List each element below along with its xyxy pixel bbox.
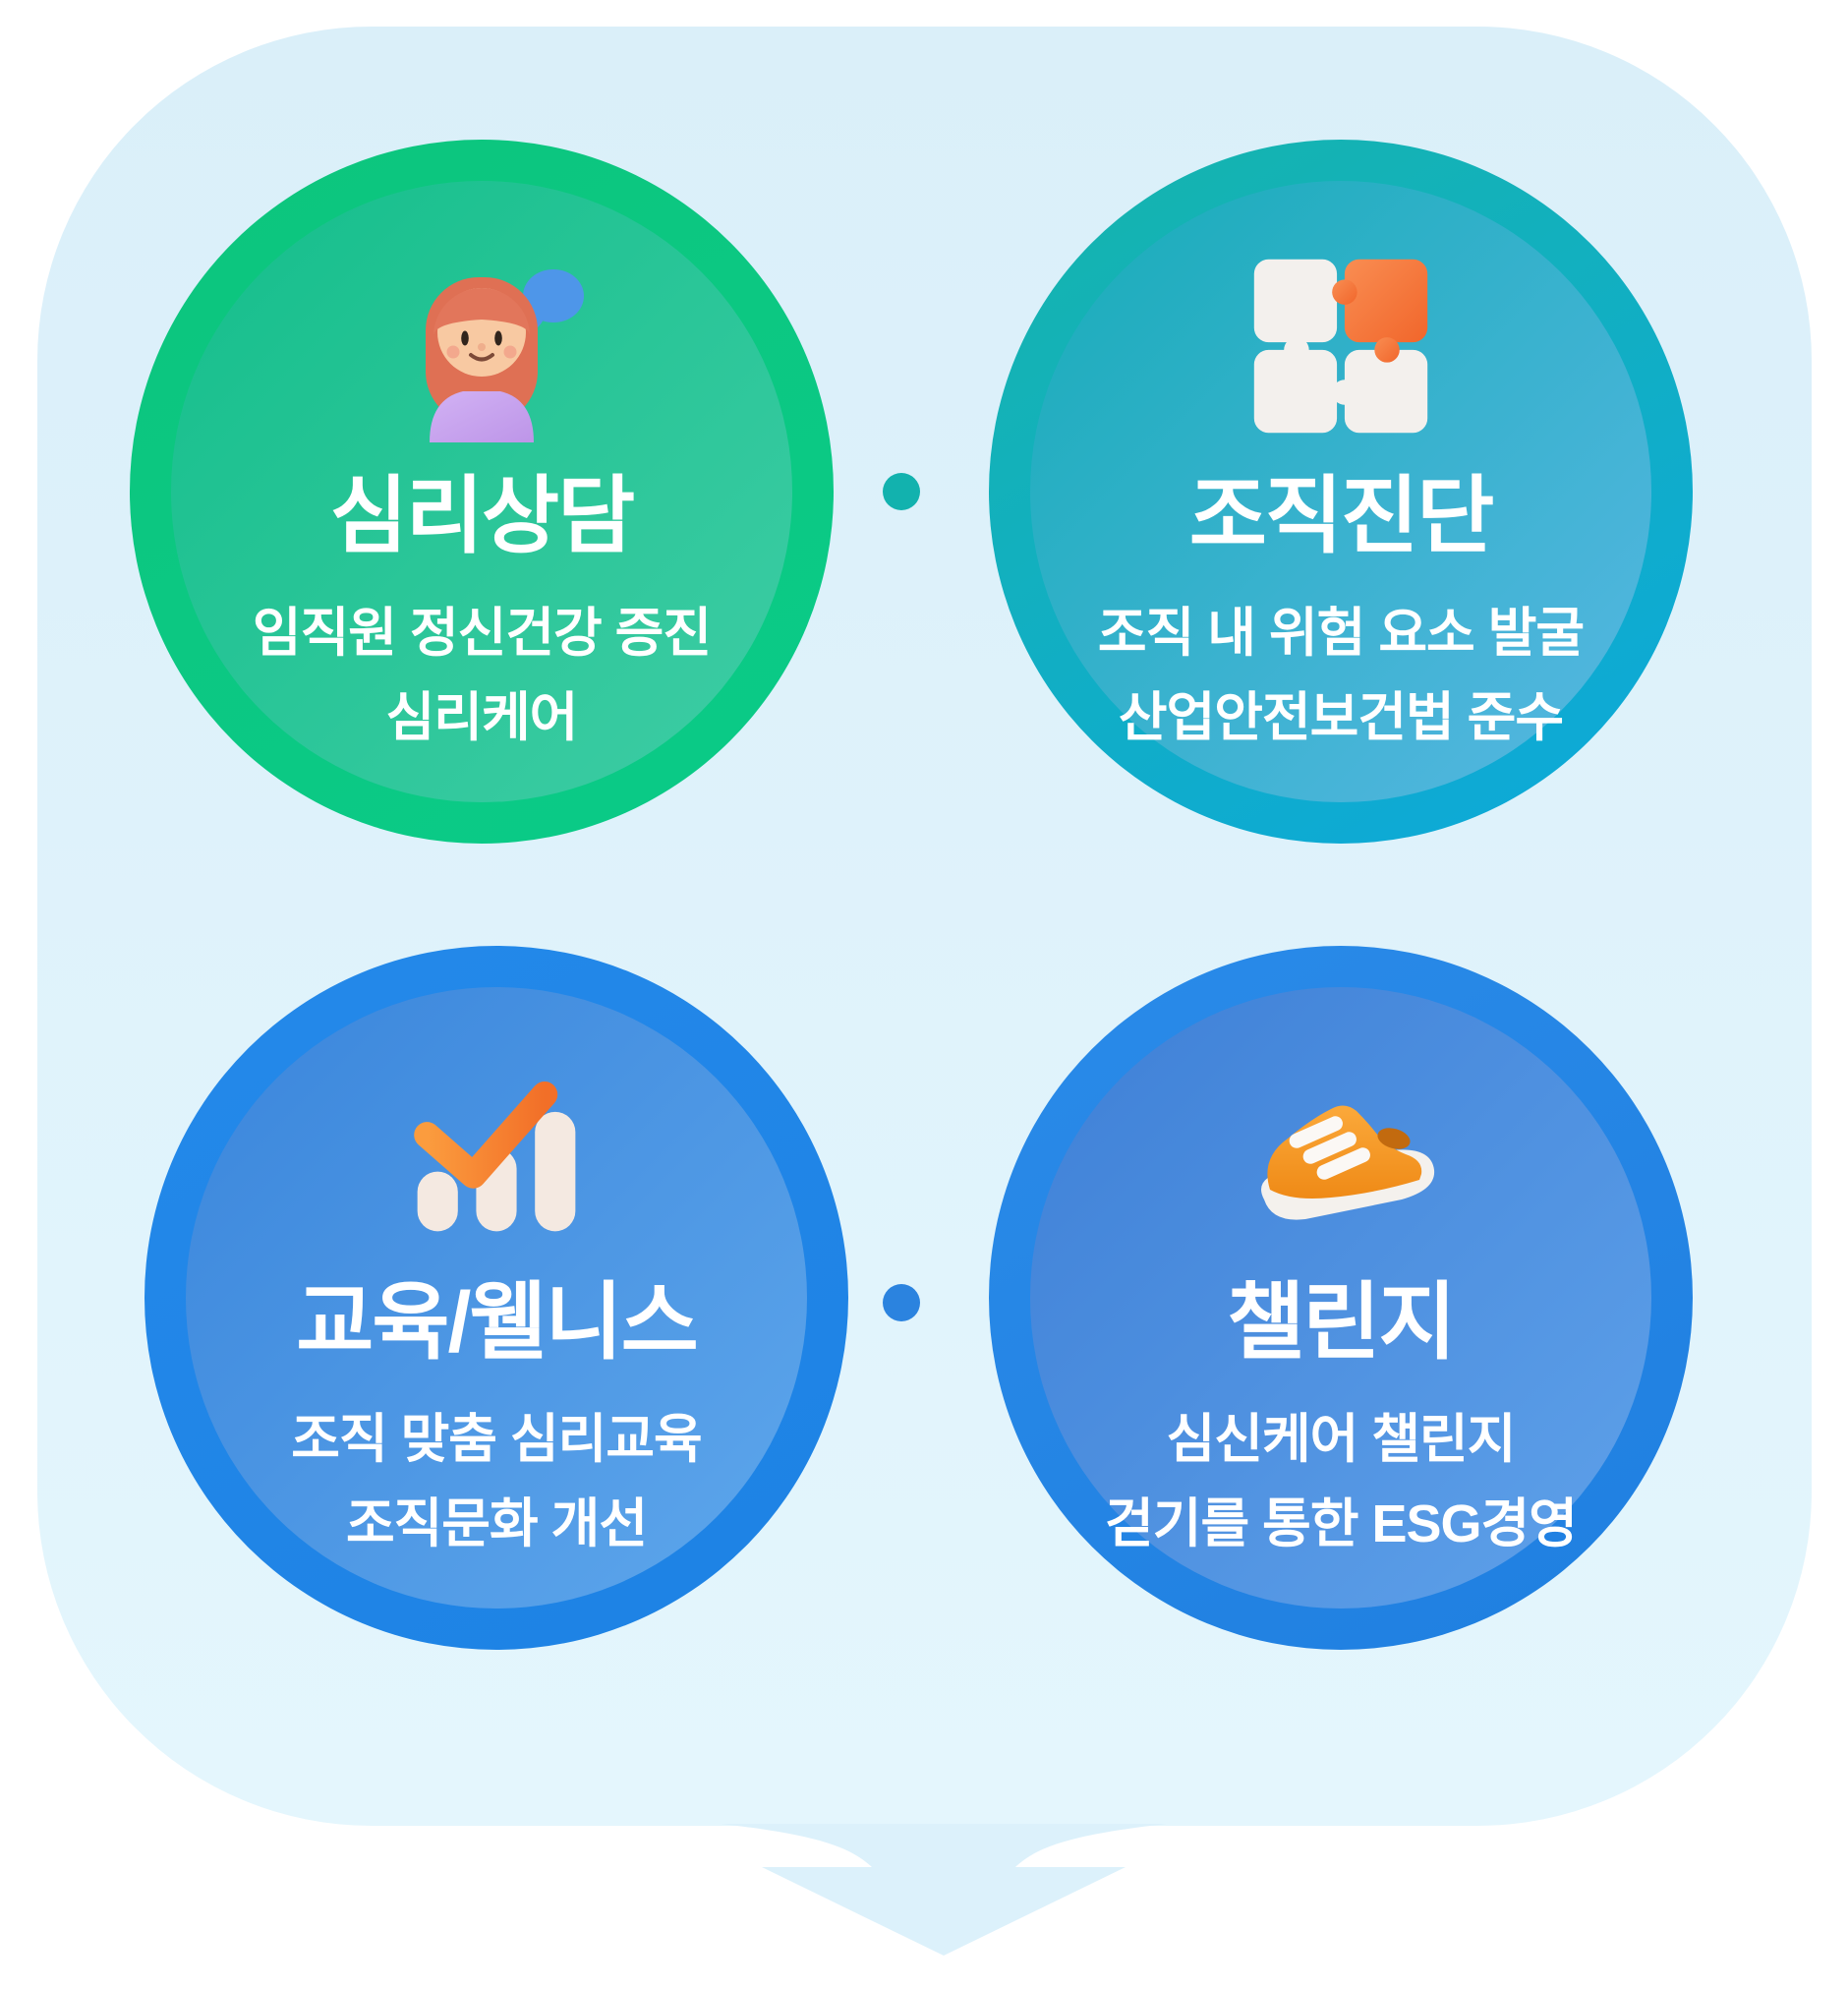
card-title: 심리상담 — [329, 469, 635, 563]
card-subtitle-line: 심리케어 — [385, 687, 579, 747]
card-subtitle-line: 걷기를 통한 ESG경영 — [1105, 1493, 1578, 1553]
card-subtitle: 조직 맞춤 심리교육 조직문화 개선 — [291, 1398, 702, 1566]
card-subtitle-line: 조직 내 위험 요소 발굴 — [1097, 604, 1585, 664]
card-title: 챌린지 — [1227, 1275, 1456, 1370]
counselor-icon — [378, 250, 585, 442]
card-subtitle-line: 산업안전보건법 준수 — [1118, 687, 1564, 747]
puzzle-icon — [1244, 250, 1437, 442]
card-subtitle: 심신케어 챌린지 걷기를 통한 ESG경영 — [1105, 1398, 1578, 1566]
card-diagnosis-body: 조직진단 조직 내 위험 요소 발굴 산업안전보건법 준수 — [1030, 181, 1651, 802]
card-subtitle: 조직 내 위험 요소 발굴 산업안전보건법 준수 — [1097, 592, 1585, 760]
card-subtitle-line: 임직원 정신건강 증진 — [252, 604, 712, 664]
card-diagnosis: 조직진단 조직 내 위험 요소 발굴 산업안전보건법 준수 — [989, 140, 1693, 844]
connector-dot-bottom — [883, 1284, 920, 1321]
card-challenge-body: 챌린지 심신케어 챌린지 걷기를 통한 ESG경영 — [1030, 987, 1651, 1609]
chart-check-icon — [400, 1056, 593, 1249]
card-subtitle: 임직원 정신건강 증진 심리케어 — [252, 592, 712, 760]
card-subtitle-line: 조직 맞춤 심리교육 — [291, 1410, 702, 1470]
card-education-wellness: 교육/웰니스 조직 맞춤 심리교육 조직문화 개선 — [144, 946, 848, 1650]
card-subtitle-line: 심신케어 챌린지 — [1166, 1410, 1517, 1470]
card-challenge: 챌린지 심신케어 챌린지 걷기를 통한 ESG경영 — [989, 946, 1693, 1650]
card-counseling: 심리상담 임직원 정신건강 증진 심리케어 — [130, 140, 834, 844]
sneaker-icon — [1237, 1056, 1445, 1249]
card-counseling-body: 심리상담 임직원 정신건강 증진 심리케어 — [171, 181, 792, 802]
connector-dot-top — [883, 473, 920, 510]
card-title: 교육/웰니스 — [296, 1275, 698, 1370]
card-subtitle-line: 조직문화 개선 — [345, 1493, 648, 1553]
down-arrow-icon — [721, 1824, 1167, 1956]
card-title: 조직진단 — [1188, 469, 1494, 563]
card-education-wellness-body: 교육/웰니스 조직 맞춤 심리교육 조직문화 개선 — [186, 987, 807, 1609]
